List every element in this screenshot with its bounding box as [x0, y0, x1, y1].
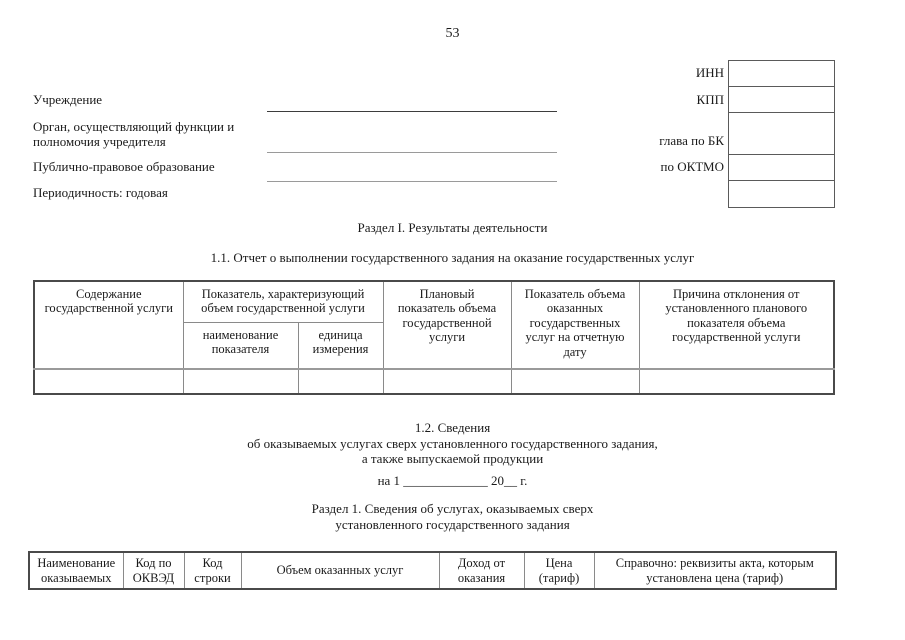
- bk-chapter-box: [728, 112, 835, 155]
- institution-blank-line: [267, 111, 557, 112]
- table1-empty-cell: [297, 368, 384, 395]
- table2-header-okved-code: Код по ОКВЭД: [122, 551, 185, 590]
- table1-empty-cell: [510, 368, 640, 395]
- section1-2-title-line2: об оказываемых услугах сверх установленн…: [247, 436, 658, 451]
- table1-empty-cell: [182, 368, 299, 395]
- oktmo-label: по ОКТМО: [660, 159, 724, 174]
- periodicity-label: Периодичность: годовая: [33, 185, 168, 200]
- founder-blank-line: [267, 152, 557, 153]
- inn-label: ИНН: [695, 65, 724, 80]
- section1-title: Раздел I. Результаты деятельности: [357, 220, 548, 235]
- kpp-label: КПП: [696, 92, 724, 107]
- bk-chapter-label: глава по БК: [659, 133, 724, 148]
- public-entity-label: Публично-правовое образование: [33, 159, 215, 174]
- table1-empty-cell: [33, 368, 184, 395]
- table2-header-price: Цена (тариф): [523, 551, 595, 590]
- section1-1-subtitle: 1.1. Отчет о выполнении государственного…: [210, 250, 695, 265]
- page-number: 53: [445, 26, 460, 41]
- founder-label-line1: Орган, осуществляющий функции и: [33, 119, 235, 134]
- code-boxes: [728, 60, 835, 208]
- table2-header-act-reference: Справочно: реквизиты акта, которым устан…: [593, 551, 837, 590]
- table1-header-deviation-reason: Причина отклонения от установленного пла…: [638, 280, 835, 370]
- kpp-box: [728, 86, 835, 113]
- razdel1-title-line1: Раздел 1. Сведения об услугах, оказываем…: [311, 501, 594, 516]
- razdel1-title-line2: установленного государственного задания: [335, 517, 570, 532]
- section1-2-title-line3: а также выпускаемой продукции: [361, 451, 544, 466]
- table1-header-content: Содержание государственной услуги: [33, 280, 184, 370]
- table1-header-indicator-name: наименование показателя: [182, 321, 299, 370]
- table1-header-planned: Плановый показатель объема государственн…: [382, 280, 512, 370]
- table2-header-service-name: Наименование оказываемых: [28, 551, 124, 590]
- public-entity-blank-line: [267, 181, 557, 182]
- oktmo-box: [728, 154, 835, 181]
- table2-header-income: Доход от оказания: [438, 551, 525, 590]
- section1-2-title-line1: 1.2. Сведения: [414, 420, 491, 435]
- inn-box: [728, 60, 835, 87]
- table1-header-indicator-unit: единица измерения: [297, 321, 384, 370]
- institution-label: Учреждение: [33, 92, 103, 107]
- table1-empty-cell: [382, 368, 512, 395]
- table1-empty-cell: [638, 368, 835, 395]
- table2-header-volume: Объем оказанных услуг: [240, 551, 440, 590]
- table1-header-indicator-group: Показатель, характеризующий объем госуда…: [182, 280, 384, 323]
- extra-code-box: [728, 180, 835, 208]
- extra-services-table: Наименование оказываемых Код по ОКВЭД Ко…: [28, 551, 837, 590]
- founder-label-line2: полномочия учредителя: [33, 133, 166, 149]
- table1-header-actual: Показатель объема оказанных государствен…: [510, 280, 640, 370]
- report-date-line: на 1 _____________ 20__ г.: [377, 473, 528, 488]
- table2-header-row-code: Код строки: [183, 551, 242, 590]
- services-report-table: Содержание государственной услуги Показа…: [33, 280, 836, 395]
